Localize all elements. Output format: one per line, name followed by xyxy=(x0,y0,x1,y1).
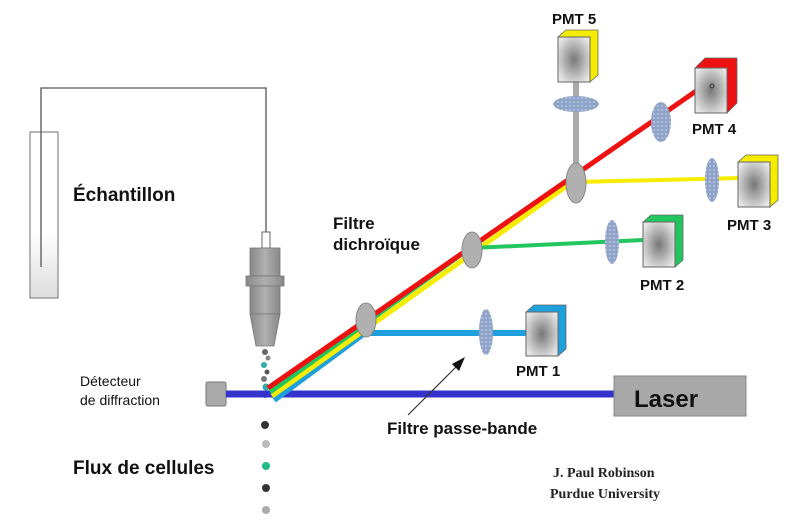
bandpass-label: Filtre passe-bande xyxy=(387,419,537,438)
dichroic-label-line2: dichroïque xyxy=(333,235,420,254)
cell-stream xyxy=(261,349,271,514)
laser-source: Laser xyxy=(613,375,747,417)
dichroic-mirror-3 xyxy=(565,162,587,204)
bandpass-filter-5 xyxy=(553,96,599,112)
bandpass-filter-4 xyxy=(651,102,671,142)
credit-line1: J. Paul Robinson xyxy=(553,466,655,481)
scatter-detector-label-line1: Détecteur xyxy=(80,373,141,389)
laser-label: Laser xyxy=(634,386,698,413)
bandpass-filter-3 xyxy=(705,158,719,202)
scatter-detector-label-line2: de diffraction xyxy=(80,392,160,408)
sample-tubing xyxy=(40,87,267,267)
dichroic-mirror-2 xyxy=(461,231,483,269)
pmt-3-label: PMT 3 xyxy=(727,217,771,234)
dichroic-label-line1: Filtre xyxy=(333,214,375,233)
pmt-4 xyxy=(694,57,738,114)
pmt-1-label: PMT 1 xyxy=(516,363,560,380)
bandpass-pointer-arrow xyxy=(407,357,465,416)
pmt-3 xyxy=(736,154,779,208)
credit-line2: Purdue University xyxy=(550,487,660,502)
pmt-2 xyxy=(641,214,684,268)
pmt-5 xyxy=(556,29,599,83)
pmt-5-label: PMT 5 xyxy=(552,11,596,28)
scatter-detector xyxy=(205,381,227,407)
sample-label: Échantillon xyxy=(73,184,175,206)
beam-yellow-main xyxy=(270,177,577,399)
sample-tube xyxy=(29,131,59,299)
beam-blue xyxy=(272,329,368,403)
bandpass-filter-2 xyxy=(605,220,619,264)
flow-nozzle xyxy=(245,231,285,347)
dichroic-mirror-1 xyxy=(355,302,377,338)
pmt-1 xyxy=(524,304,567,357)
cell-stream-label: Flux de cellules xyxy=(73,458,215,479)
pmt-4-label: PMT 4 xyxy=(692,121,737,138)
pmt-2-label: PMT 2 xyxy=(640,277,684,294)
bandpass-filter-1 xyxy=(479,309,493,355)
beam-red-main xyxy=(266,77,714,391)
